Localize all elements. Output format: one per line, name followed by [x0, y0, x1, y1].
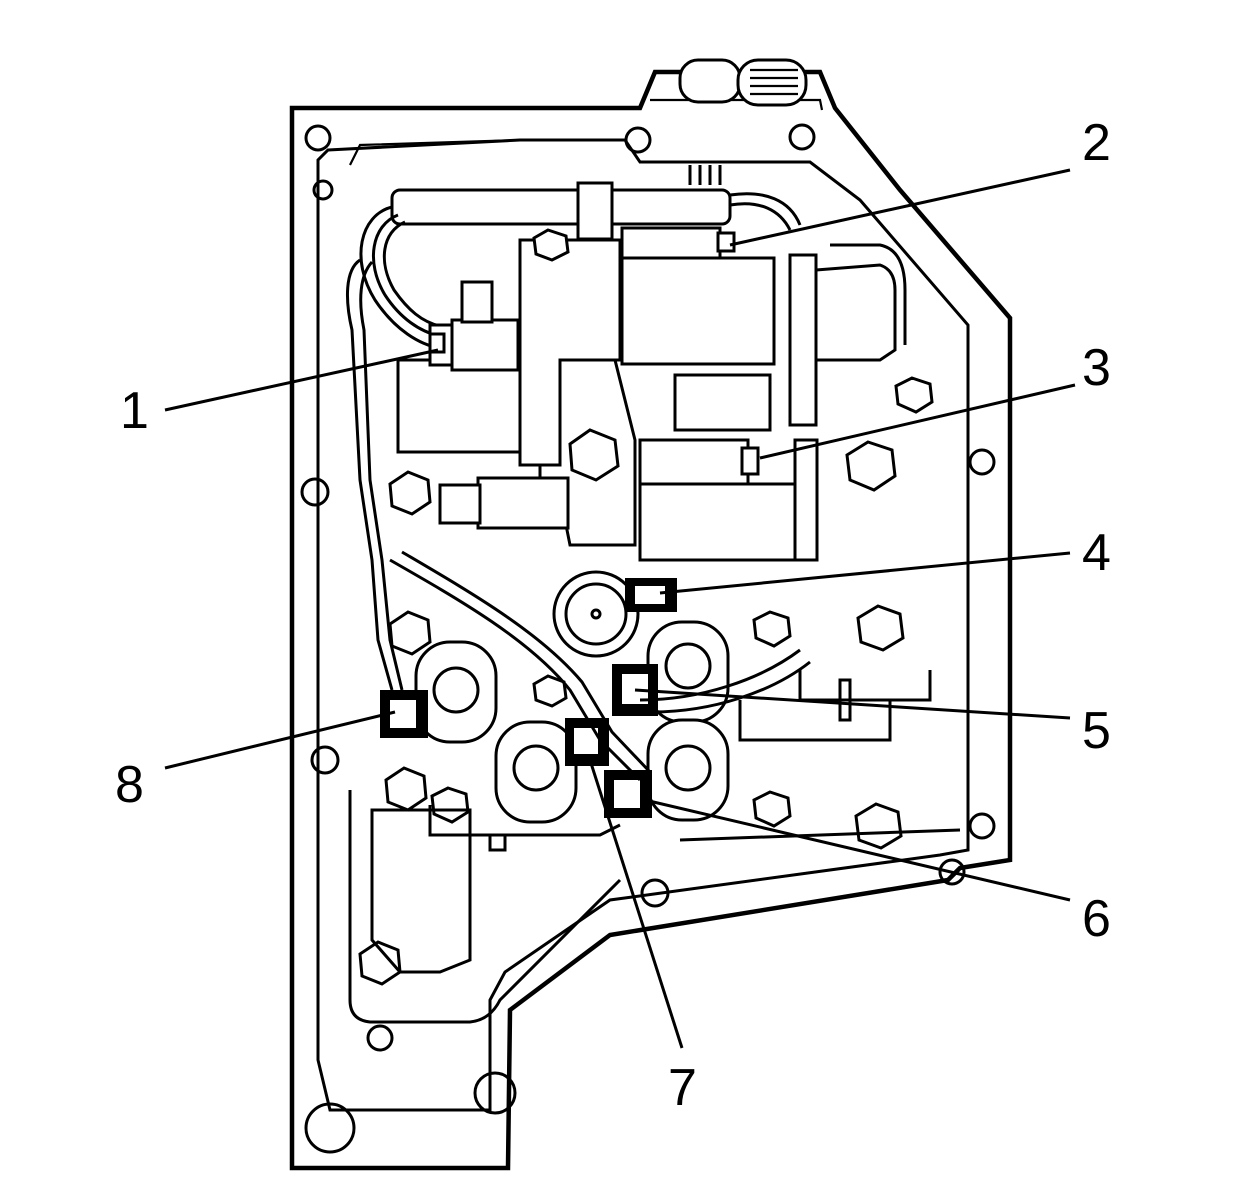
callout-5: 5 — [1082, 702, 1111, 760]
callout-7: 7 — [668, 1059, 697, 1117]
solenoid-3 — [638, 438, 819, 562]
wire-clips — [380, 578, 677, 818]
leader-line-8 — [164, 710, 396, 770]
callout-numbers: 1 2 3 4 5 6 7 8 — [115, 114, 1111, 1117]
callout-1: 1 — [120, 382, 149, 440]
callout-2: 2 — [1082, 114, 1111, 172]
bolts — [358, 228, 934, 986]
callout-6: 6 — [1082, 890, 1111, 948]
callout-4: 4 — [1082, 524, 1111, 582]
wire-harness — [346, 165, 802, 691]
solenoid-2 — [620, 226, 907, 427]
center-body — [438, 238, 772, 547]
leader-line-2 — [729, 168, 1071, 247]
leader-lines — [164, 168, 1076, 1049]
callout-3: 3 — [1082, 339, 1111, 397]
leader-line-7 — [588, 759, 684, 1049]
plate-inner-outline — [316, 138, 970, 1112]
leader-line-4 — [659, 551, 1071, 595]
leader-line-5 — [634, 688, 1071, 720]
wiring-connector-top — [678, 58, 808, 107]
leader-line-6 — [644, 798, 1071, 902]
callout-8: 8 — [115, 756, 144, 814]
leader-line-1 — [164, 348, 439, 412]
leader-line-3 — [759, 383, 1076, 460]
mounting-holes — [300, 123, 996, 1154]
diagonal-wires — [389, 550, 811, 782]
lower-channels — [348, 670, 961, 1024]
